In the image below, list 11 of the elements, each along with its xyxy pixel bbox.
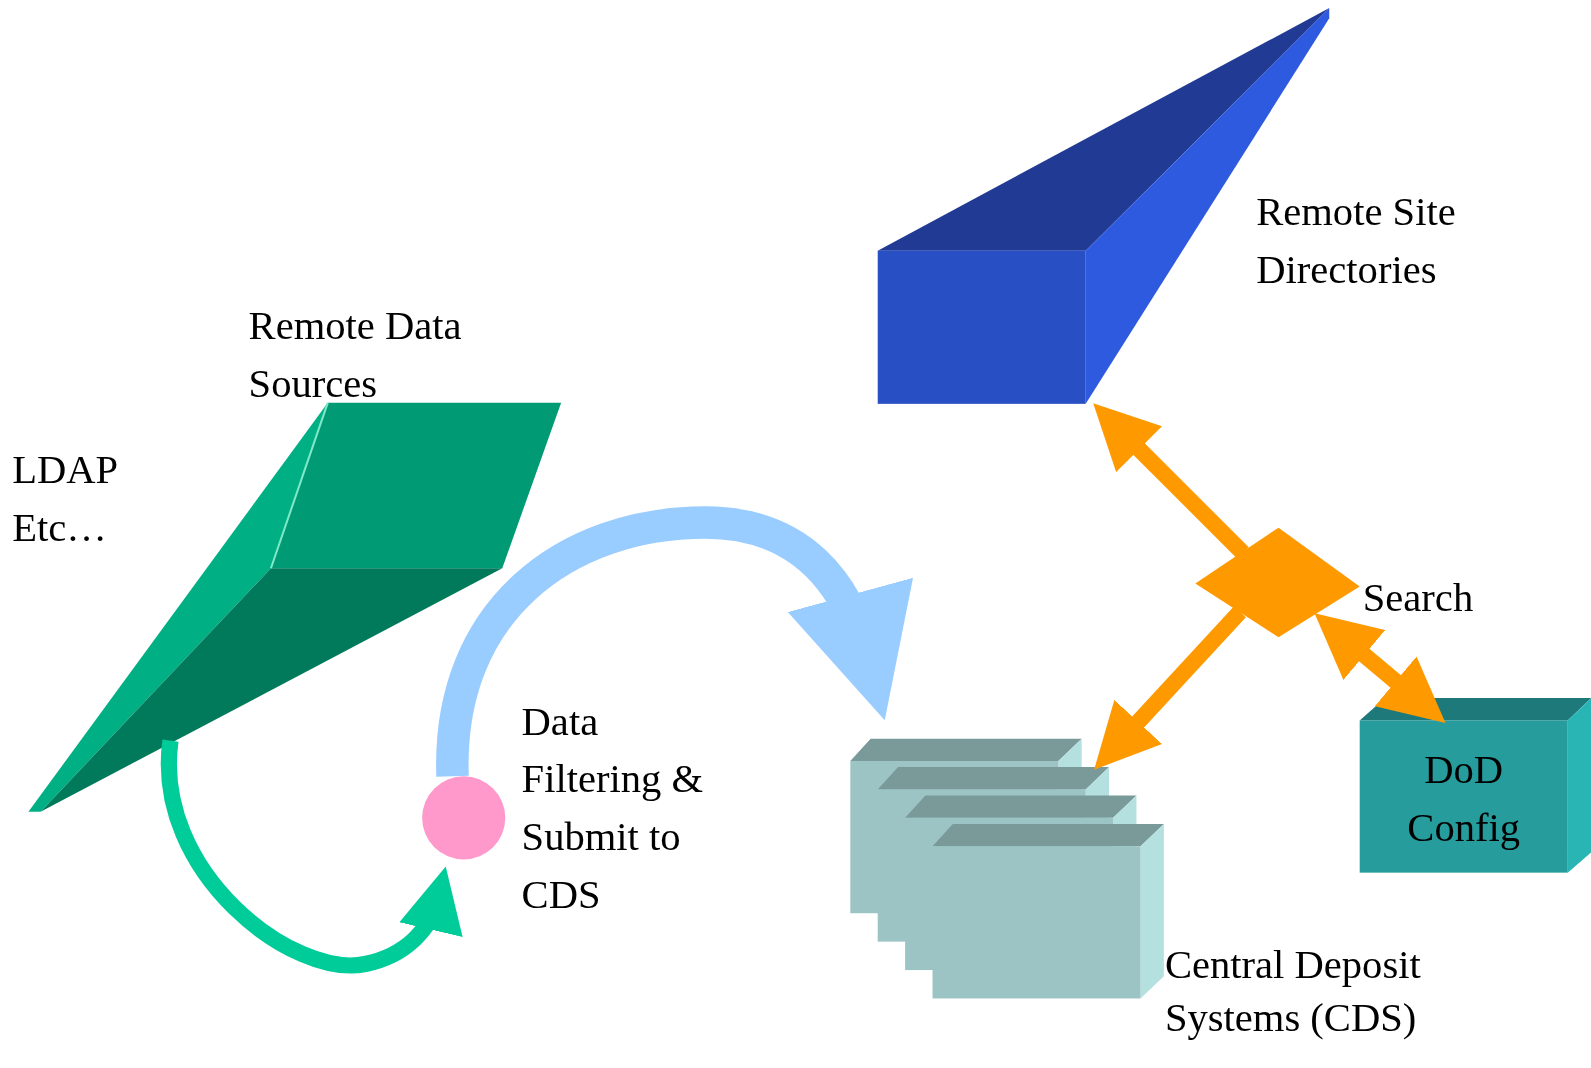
node-label: Data Filtering & Submit to CDS xyxy=(521,697,705,920)
node-label: Remote Site Directories xyxy=(1256,187,1457,295)
node-label: Search xyxy=(1362,573,1475,622)
node-label: DoD Config xyxy=(1406,745,1522,853)
arrow xyxy=(1094,606,1246,770)
side-note: LDAP Etc… xyxy=(12,445,118,552)
arrow xyxy=(1314,613,1446,723)
arrow xyxy=(1093,403,1249,559)
node-label: Remote Data Sources xyxy=(248,301,463,408)
arrow xyxy=(436,506,911,777)
node-label: Central Deposit Systems (CDS) xyxy=(1164,940,1422,1043)
